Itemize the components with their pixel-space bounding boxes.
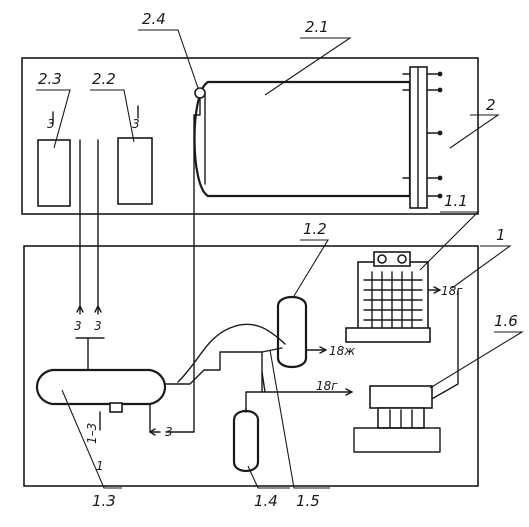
- label-2-4: 2.4: [142, 10, 166, 28]
- flow-label-feed-left: 3: [74, 319, 82, 333]
- label-2-1: 2.1: [305, 18, 329, 36]
- label-1-2: 1.2: [303, 220, 327, 238]
- cooler-1-1: [345, 251, 441, 343]
- feed-lines: [75, 139, 105, 371]
- tank-2-3: [37, 139, 71, 207]
- label-2-2: 2.2: [92, 70, 116, 88]
- tank-2-2: [117, 137, 153, 205]
- label-1-4: 1.4: [254, 492, 278, 510]
- sensor-2-4: [194, 87, 206, 99]
- label-1-5: 1.5: [296, 492, 320, 510]
- flow-label-feed-right: 3: [94, 319, 102, 333]
- valve-1-3: [109, 402, 123, 413]
- flow-label-compressor-1-6: 18г: [316, 379, 338, 393]
- flow-label-cooler-1-1: 18г: [441, 284, 463, 298]
- leaders: [36, 29, 524, 489]
- label-2-3: 2.3: [38, 70, 62, 88]
- sensor-line: [165, 97, 201, 433]
- flow-label-1-3: 1–3: [85, 423, 99, 444]
- flow-label-tank-2-2: 3: [132, 117, 140, 131]
- vessel-2-1-nozzles: [402, 71, 443, 199]
- flow-label-tank-2-3: 3: [47, 117, 55, 131]
- flow-label-1: 1: [96, 459, 104, 473]
- compressor-1-6: [353, 385, 441, 453]
- vessel-1-4: [232, 407, 260, 473]
- pipe-network: [164, 323, 353, 413]
- label-1-3: 1.3: [92, 492, 116, 510]
- label-1-6: 1.6: [494, 312, 518, 330]
- label-1-1: 1.1: [444, 192, 468, 210]
- label-1: 1: [496, 226, 506, 244]
- flow-label-vessel-1-2: 18ж: [329, 344, 355, 358]
- label-2: 2: [486, 96, 496, 114]
- flow-label-separator-outlet: 3: [165, 425, 173, 439]
- vessel-1-2: [276, 295, 327, 369]
